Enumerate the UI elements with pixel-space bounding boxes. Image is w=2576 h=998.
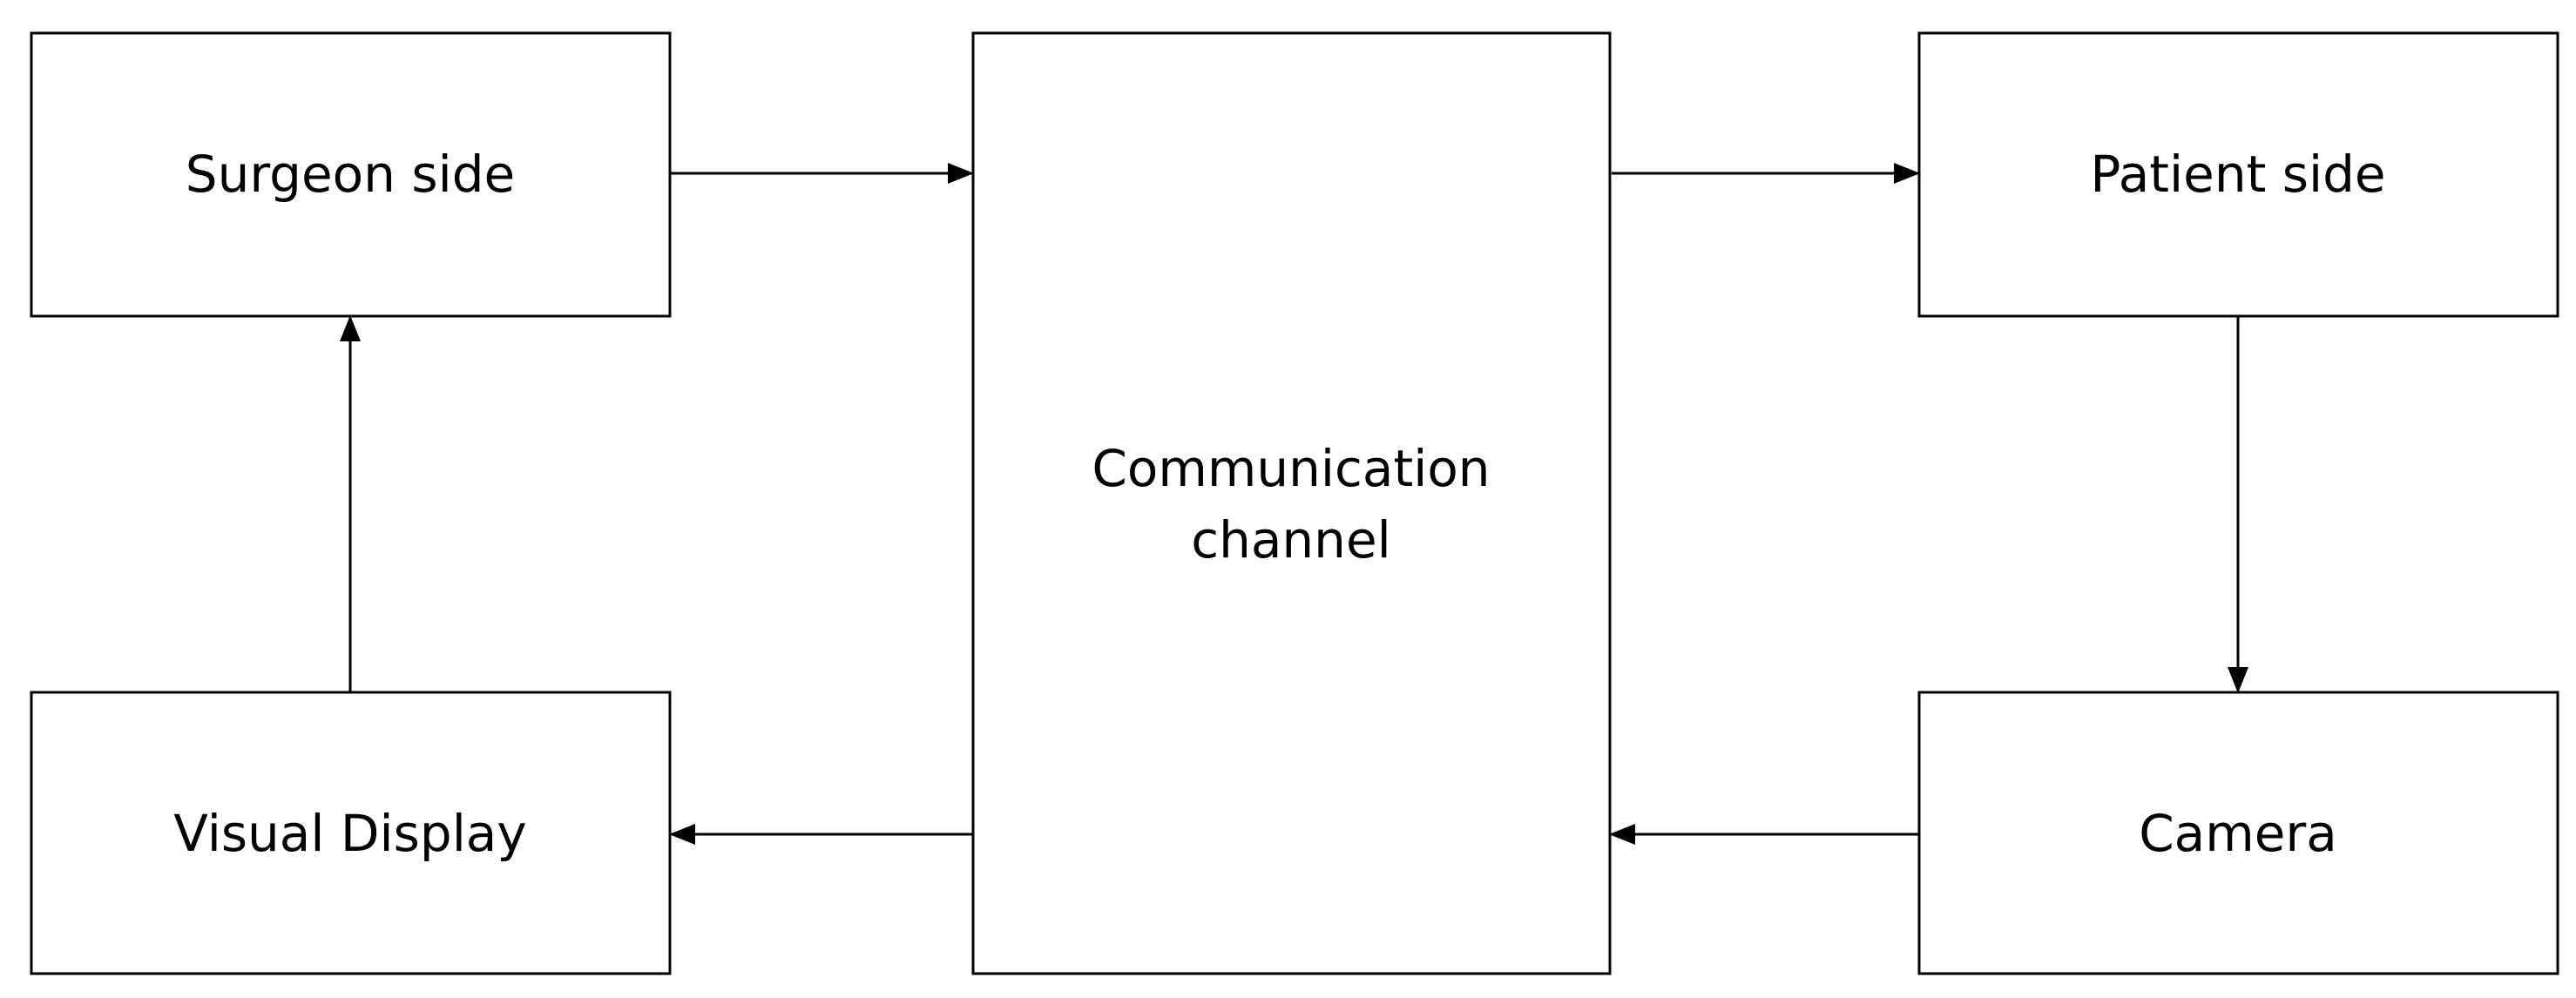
node-patient-side-label: Patient side <box>2090 145 2385 204</box>
node-visual-display: Visual Display <box>30 691 672 975</box>
node-camera-label: Camera <box>2139 804 2337 863</box>
node-communication-channel: Communication channel <box>971 31 1612 975</box>
node-camera: Camera <box>1917 691 2559 975</box>
node-communication-channel-label-line2: channel <box>1191 510 1391 570</box>
node-visual-display-label: Visual Display <box>173 804 526 863</box>
node-communication-channel-label-line1: Communication <box>1092 439 1490 498</box>
node-surgeon-side-label: Surgeon side <box>186 145 515 204</box>
node-surgeon-side: Surgeon side <box>30 31 672 318</box>
node-patient-side: Patient side <box>1917 31 2559 318</box>
